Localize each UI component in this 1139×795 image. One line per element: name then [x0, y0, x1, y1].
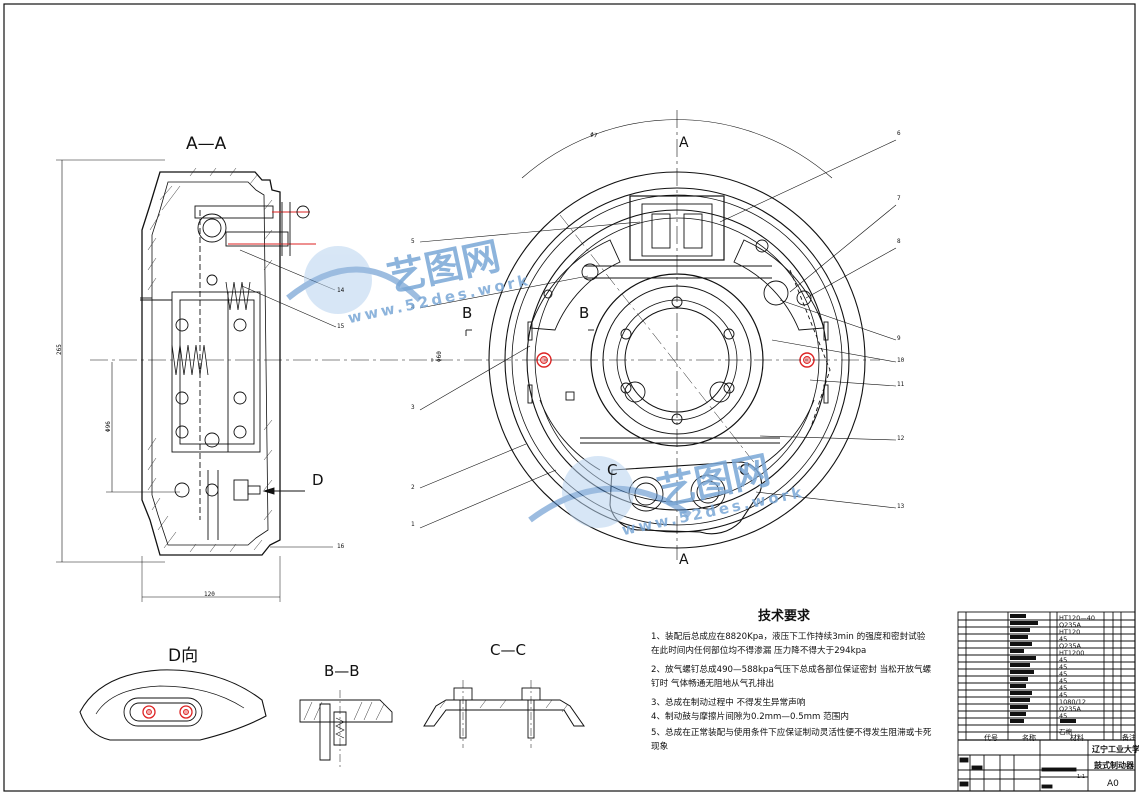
section-bb-drawing	[299, 690, 393, 770]
part-material: Q235A	[1059, 642, 1081, 650]
callout-14: 14	[337, 287, 345, 294]
col-note: 备注	[1122, 734, 1136, 742]
section-bb-label: B—B	[324, 662, 360, 680]
part-material: 45	[1059, 663, 1068, 671]
callout-9: 9	[897, 335, 901, 342]
callout-6: 6	[897, 130, 901, 137]
cut-b-left-label: B	[462, 304, 473, 322]
part-material: 45	[1059, 712, 1068, 720]
callout-15: 15	[337, 323, 345, 330]
cut-c-left-label: C	[607, 461, 618, 479]
d-view-drawing	[79, 669, 267, 741]
cut-a-top-label: A	[679, 135, 689, 151]
col-code: 代号	[984, 734, 998, 742]
callout-8: 8	[897, 238, 901, 245]
tech-req-title: 技术要求	[758, 609, 811, 624]
callout-13: 13	[897, 503, 905, 510]
callout-4: 4	[411, 304, 415, 311]
part-material: Q235A	[1059, 705, 1081, 713]
col-material: 材料	[1070, 734, 1084, 742]
scale: 1:1	[1077, 774, 1086, 780]
tech-req-item: 1、装配后总成应在8820Kpa，液压下工作持续3min 的强度和密封试验 在此…	[651, 632, 926, 656]
section-cc-label: C—C	[490, 641, 526, 659]
drawing-name: 鼓式制动器	[1094, 761, 1134, 770]
watermark-logo	[286, 246, 692, 528]
title-block-lines	[957, 611, 1136, 792]
cut-c-right-label: C	[739, 461, 750, 479]
tech-req-item: 3、总成在制动过程中 不得发生异常声响	[651, 698, 806, 708]
dim-drum-dia: Φ60	[436, 351, 443, 362]
section-aa-label: A—A	[186, 134, 227, 154]
callout-12: 12	[897, 435, 905, 442]
arrow-d-label: D	[312, 471, 324, 489]
callout-3: 3	[411, 404, 415, 411]
part-material: HT120	[1059, 628, 1081, 636]
tech-req-item: 5、总成在正常装配与使用条件下应保证制动灵活性便不得发生阻滞或卡死现象	[651, 728, 932, 752]
callout-10: 10	[897, 357, 905, 364]
d-view-label: D向	[168, 646, 199, 666]
section-cc-drawing	[423, 680, 585, 748]
dim-top-radius: Φ7	[589, 131, 598, 140]
part-material: 石棉	[1059, 728, 1072, 736]
part-material: 45	[1059, 677, 1068, 685]
cut-b-right-label: B	[579, 304, 590, 322]
parts-name-cells	[1010, 614, 1076, 723]
part-material: 45	[1059, 656, 1068, 664]
tech-req-item: 4、制动鼓与摩擦片间隙为0.2mm—0.5mm 范围内	[651, 712, 849, 722]
callout-2: 2	[411, 484, 415, 491]
front-view-drawing	[419, 110, 897, 560]
callout-7: 7	[897, 195, 901, 202]
tech-req-item: 2、放气螺钉总成490—588kpa气压下总成各部位保证密封 当松开放气螺钉时 …	[651, 665, 932, 689]
cut-a-bottom-label: A	[679, 552, 689, 568]
part-material: HT1200	[1059, 649, 1085, 657]
sheet-size: A0	[1107, 779, 1119, 789]
sheet-border	[3, 3, 1136, 792]
part-material: 45	[1059, 684, 1068, 692]
col-name: 名称	[1022, 734, 1036, 742]
part-material: 45	[1059, 670, 1068, 678]
part-material: 45	[1059, 635, 1068, 643]
dim-width: 120	[204, 591, 215, 598]
school-name: 辽宁工业大学	[1092, 745, 1139, 754]
callout-16: 16	[337, 543, 345, 550]
section-aa-drawing	[56, 159, 442, 602]
part-material: 45	[1059, 691, 1068, 699]
callout-1: 1	[411, 521, 415, 528]
dim-total-height: 265	[56, 344, 63, 355]
part-material: Q235A	[1059, 621, 1081, 629]
part-material: 1080/12	[1059, 698, 1087, 706]
dim-bolt-circle: Φ96	[105, 421, 112, 432]
callout-11: 11	[897, 381, 905, 388]
callout-5: 5	[411, 238, 415, 245]
part-material: HT120—40	[1059, 614, 1096, 622]
